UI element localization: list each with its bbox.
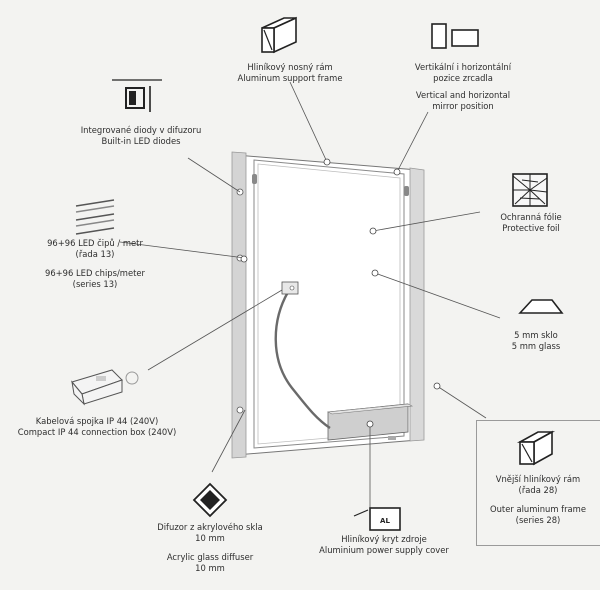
frame-label: Hliníkový nosný rám Aluminum support fra…: [237, 62, 343, 83]
aluminum-profile-icon: [261, 16, 297, 54]
outer-frame-callout-box: [476, 420, 600, 546]
cover-label: Hliníkový kryt zdroje Aluminium power su…: [319, 534, 449, 555]
power-cover-icon: AL: [353, 507, 401, 531]
glass-edge-icon: [518, 299, 564, 314]
hanger-left: [252, 174, 257, 184]
foil-label: Ochranná fólie Protective foil: [500, 212, 562, 233]
outer-profile-icon: [516, 430, 556, 466]
hanger-right: [404, 186, 409, 196]
glass-label: 5 mm sklo 5 mm glass: [511, 330, 561, 351]
right-outer-frame: [409, 167, 425, 442]
power-cable: [274, 291, 331, 429]
led-diodes-label: Integrované diody v difuzoru Built-in LE…: [80, 125, 202, 146]
diffuser-label: Difuzor z akrylového skla 10 mm Acrylic …: [157, 522, 263, 573]
leader-lines: [119, 81, 501, 510]
connection-box-illustration: [71, 369, 139, 406]
led-strip-icon: [75, 199, 115, 235]
position-label: Vertikální i horizontální pozice zrcadla…: [414, 62, 512, 111]
mirror-illustration: [231, 151, 425, 459]
diamond-diffuser-icon: [192, 482, 228, 518]
aluminum-support-frame: [253, 159, 405, 449]
led-chips-label: 96+96 LED čipů / metr (řada 13) 96+96 LE…: [45, 238, 145, 289]
left-led-diffuser: [231, 151, 247, 459]
led-profile-icon: [112, 79, 162, 112]
shattered-glass-icon: [512, 173, 548, 207]
connection-label: Kabelová spojka IP 44 (240V) Compact IP …: [17, 416, 177, 437]
mirror-orientation-icon: [431, 23, 479, 49]
outer-frame-label: Vnější hliníkový rám (řada 28) Outer alu…: [490, 474, 586, 525]
leader-dots: [240, 158, 441, 428]
cover-icon-text: AL: [380, 517, 390, 525]
